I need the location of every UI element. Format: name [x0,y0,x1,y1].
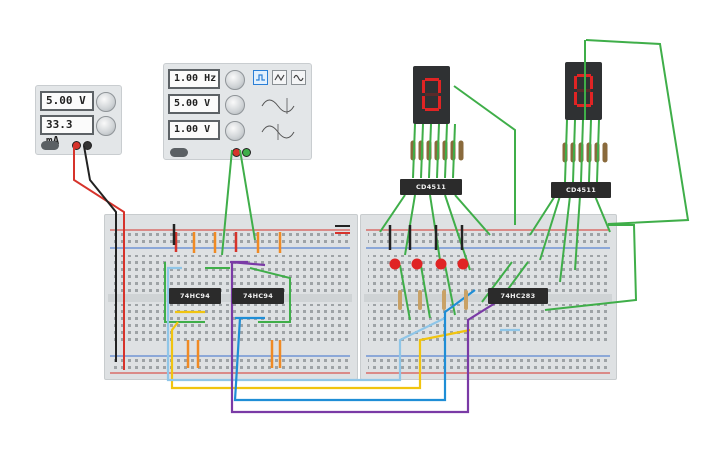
amplitude-knob[interactable] [225,95,245,115]
offset-wave-icon [261,124,295,140]
offset-knob[interactable] [225,121,245,141]
frequency-knob[interactable] [225,70,245,90]
voltage-display: 5.00 V [40,91,94,111]
decoder-chip-left[interactable]: CD4511 [400,179,462,195]
fg-power-button[interactable] [170,148,188,157]
square-wave-button[interactable] [253,70,268,85]
function-generator[interactable]: 1.00 Hz 5.00 V 1.00 V [163,63,312,160]
led-row[interactable] [389,258,469,270]
offset-display: 1.00 V [168,120,220,140]
current-display: 33.3 mA [40,115,94,147]
counter-chip-left[interactable]: 74HC94 [169,288,221,304]
amplitude-wave-icon [261,98,295,114]
sine-wave-button[interactable] [291,70,306,85]
amplitude-display: 5.00 V [168,94,220,114]
positive-terminal[interactable] [72,141,81,150]
frequency-display: 1.00 Hz [168,69,220,89]
seven-segment-display-left[interactable] [413,66,450,124]
digit-icon [422,78,441,111]
adder-chip[interactable]: 74HC283 [488,288,548,304]
triangle-wave-icon [274,73,285,82]
current-knob[interactable] [96,116,116,136]
dc-power-supply[interactable]: 5.00 V 33.3 mA [35,85,122,155]
voltage-knob[interactable] [96,92,116,112]
power-button[interactable] [41,141,59,150]
negative-terminal[interactable] [83,141,92,150]
square-wave-icon [256,74,265,81]
sine-wave-icon [293,74,304,82]
decoder-chip-right[interactable]: CD4511 [551,182,611,198]
counter-chip-right[interactable]: 74HC94 [232,288,284,304]
fg-ground-terminal[interactable] [242,148,251,157]
triangle-wave-button[interactable] [272,70,287,85]
